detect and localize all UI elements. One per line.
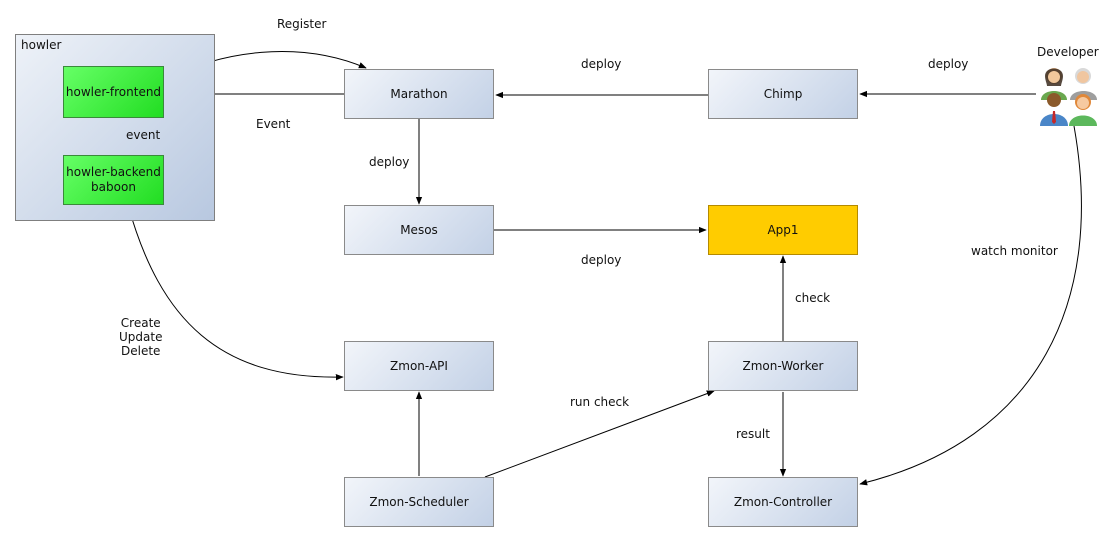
- node-howler-backend[interactable]: howler-backend baboon: [63, 155, 164, 205]
- label-result: result: [736, 427, 770, 441]
- edge-crud-backend-zmonapi: [127, 204, 344, 381]
- node-app1[interactable]: App1: [708, 205, 858, 255]
- people-group-icon[interactable]: [1037, 64, 1101, 126]
- howler-group-label: howler: [21, 38, 62, 52]
- label-watch-monitor: watch monitor: [971, 244, 1058, 258]
- developer-label: Developer: [1037, 45, 1099, 59]
- label-deploy-chimp-marathon: deploy: [581, 57, 622, 71]
- edge-runcheck-scheduler-worker: [484, 390, 715, 478]
- edge-watch-developer-controller: [859, 125, 1082, 486]
- node-marathon[interactable]: Marathon: [344, 69, 494, 119]
- node-zmon-scheduler[interactable]: Zmon-Scheduler: [344, 477, 494, 527]
- node-chimp[interactable]: Chimp: [708, 69, 858, 119]
- label-run-check: run check: [570, 395, 630, 409]
- node-zmon-api[interactable]: Zmon-API: [344, 341, 494, 391]
- label-deploy-mesos-app1: deploy: [581, 253, 622, 267]
- label-deploy-developer-chimp: deploy: [928, 57, 969, 71]
- label-register: Register: [277, 17, 327, 31]
- node-mesos[interactable]: Mesos: [344, 205, 494, 255]
- node-howler-frontend[interactable]: howler-frontend: [63, 66, 164, 118]
- node-zmon-worker[interactable]: Zmon-Worker: [708, 341, 858, 391]
- label-check: check: [795, 291, 831, 305]
- label-deploy-marathon-mesos: deploy: [369, 155, 410, 169]
- node-zmon-controller[interactable]: Zmon-Controller: [708, 477, 858, 527]
- label-event-upper: Event: [256, 117, 291, 131]
- label-crud: Create Update Delete: [119, 316, 163, 358]
- label-event-lower: event: [126, 128, 161, 142]
